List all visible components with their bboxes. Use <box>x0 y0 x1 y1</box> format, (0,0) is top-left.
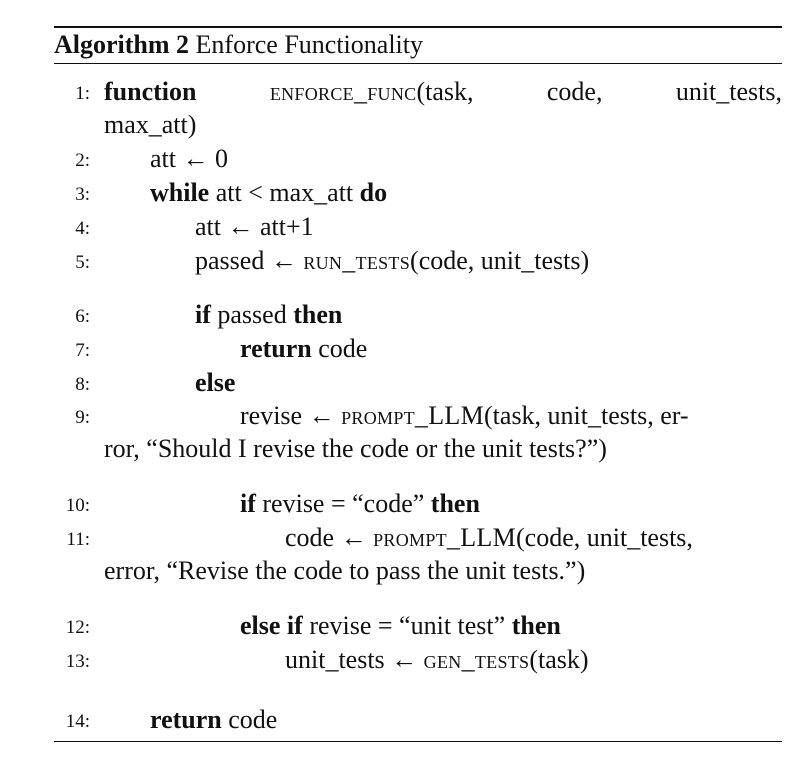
condition: revise = “unit test” <box>302 611 512 640</box>
assignment: passed ← <box>195 246 304 275</box>
assignment: code ← <box>285 523 374 552</box>
keyword: if <box>240 489 256 518</box>
line-content: max_att) <box>104 110 197 139</box>
keyword: while <box>150 178 210 207</box>
argument: unit_tests, <box>675 77 782 106</box>
argument: code, <box>546 77 603 106</box>
line-content: if revise = “code” then <box>240 489 782 519</box>
function-name: run_tests <box>303 246 411 275</box>
argument: (task, <box>416 77 474 106</box>
line-content: function enforce_func(task, code, unit_t… <box>104 77 782 107</box>
keyword: then <box>293 300 343 329</box>
line-number: 10: <box>65 495 90 516</box>
algorithm-caption: Algorithm 2 Enforce Functionality <box>54 29 782 61</box>
line-content: if passed then <box>195 300 782 330</box>
line-content: unit_tests ← gen_tests(task) <box>285 645 782 675</box>
line-content: att ← 0 <box>150 144 228 173</box>
keyword: function <box>104 77 197 106</box>
line-number: 13: <box>65 651 90 672</box>
algorithm-label: Algorithm 2 <box>54 30 190 59</box>
arguments: (task, unit_tests, er- <box>484 401 689 430</box>
assignment: revise ← <box>240 401 342 430</box>
keyword: else <box>195 368 236 397</box>
line-content: error, “Revise the code to pass the unit… <box>104 556 586 585</box>
line-number: 1: <box>75 83 90 104</box>
return-value: code <box>311 334 368 363</box>
keyword: return <box>150 705 222 734</box>
function-name: enforce_func <box>269 77 417 106</box>
keyword: return <box>240 334 312 363</box>
keyword: if <box>195 300 211 329</box>
bottom-rule <box>54 741 782 742</box>
keyword: else if <box>240 611 303 640</box>
line-content: att ← att+1 <box>195 212 314 241</box>
line-number: 3: <box>75 184 90 205</box>
line-content: return code <box>240 334 782 364</box>
line-number: 9: <box>75 407 90 428</box>
algorithm-title: Enforce Functionality <box>195 30 423 59</box>
arguments: (task) <box>529 645 589 674</box>
keyword: then <box>430 489 480 518</box>
line-content: code ← prompt_LLM(code, unit_tests, <box>285 523 782 553</box>
keyword: do <box>359 178 388 207</box>
line-number: 8: <box>75 374 90 395</box>
line-content: return code <box>150 705 782 735</box>
condition: att < max_att <box>209 178 360 207</box>
arguments: (code, unit_tests, <box>516 523 693 552</box>
line-content: else if revise = “unit test” then <box>240 611 782 641</box>
line-content: revise ← prompt_LLM(task, unit_tests, er… <box>240 401 782 431</box>
function-name: prompt_LLM <box>373 523 517 552</box>
condition: passed <box>210 300 294 329</box>
return-value: code <box>221 705 278 734</box>
line-number: 14: <box>65 711 90 732</box>
line-content: else <box>195 368 782 398</box>
line-number: 12: <box>65 617 90 638</box>
line-content: passed ← run_tests(code, unit_tests) <box>195 246 782 276</box>
condition: revise = “code” <box>255 489 431 518</box>
line-content: while att < max_att do <box>150 178 782 208</box>
line-content: ror, “Should I revise the code or the un… <box>104 434 607 463</box>
caption-rule <box>54 63 782 64</box>
line-number: 7: <box>75 340 90 361</box>
line-number: 6: <box>75 306 90 327</box>
function-name: prompt_LLM <box>341 401 485 430</box>
function-name: gen_tests <box>423 645 530 674</box>
assignment: unit_tests ← <box>285 645 424 674</box>
line-number: 4: <box>75 218 90 239</box>
line-number: 5: <box>75 252 90 273</box>
arguments: (code, unit_tests) <box>410 246 590 275</box>
line-number: 11: <box>66 529 90 550</box>
top-rule <box>54 26 782 28</box>
line-number: 2: <box>75 150 90 171</box>
keyword: then <box>511 611 561 640</box>
